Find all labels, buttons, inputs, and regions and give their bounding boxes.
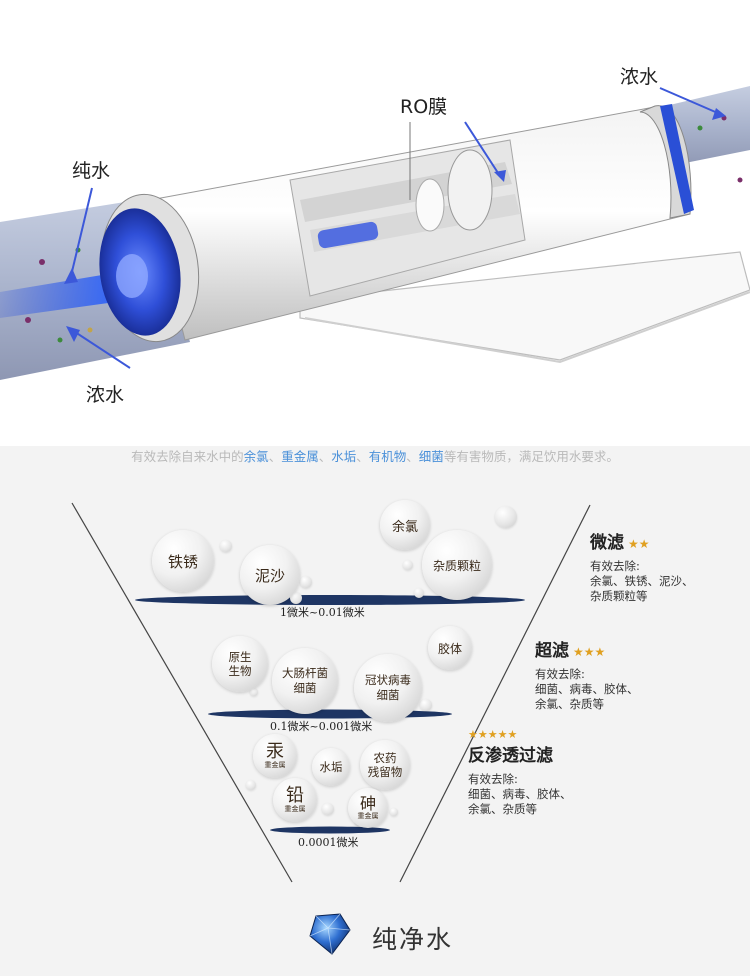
concentrate-out-arrow (659, 87, 721, 115)
star-icon: ★★★★★ (468, 728, 518, 741)
ro-membrane-illustration: RO膜 浓水 纯水 浓水 (0, 0, 750, 446)
water-drop-gem-icon (309, 913, 351, 955)
star-icon: ★★★ (573, 645, 606, 659)
small-bubble (420, 699, 432, 711)
small-bubble (390, 808, 398, 816)
bubble-rust: 铁锈 (152, 530, 214, 592)
microfiltration-membrane (135, 595, 525, 605)
ro-membrane-drawing (0, 86, 750, 380)
small-bubble (403, 560, 413, 570)
small-bubble (220, 540, 232, 552)
bubble-lead: 铅重金属 (273, 778, 317, 822)
stage-title: 反渗透过滤 (468, 746, 553, 766)
small-bubble (300, 576, 312, 588)
inner-tube (317, 221, 379, 249)
bubble-sediment: 泥沙 (240, 545, 300, 605)
small-bubble (290, 592, 302, 604)
bubble-coronavirus: 冠状病毒细菌 (354, 654, 422, 722)
funnel-right-edge (399, 504, 591, 883)
stage-title: 超滤 (535, 641, 569, 661)
concentrate-top-label: 浓水 (620, 66, 659, 88)
ro-membrane-label: RO膜 (400, 96, 448, 118)
small-bubble (495, 506, 517, 528)
pure-water-arrow (69, 187, 93, 281)
bubble-colloid: 胶体 (428, 626, 472, 670)
stage-reverse-osmosis: ★★★★★反渗透过滤 有效去除: 细菌、病毒、胶体、 余氯、杂质等 (468, 728, 572, 816)
bubble-scale: 水垢 (312, 748, 350, 786)
membrane-sheet (299, 251, 750, 361)
bubble-mercury: 汞重金属 (253, 734, 297, 778)
bubble-protozoa: 原生生物 (212, 636, 268, 692)
pure-water-result-label: 纯净水 (372, 925, 454, 954)
stage-title: 微滤 (590, 533, 624, 553)
ro-membrane-arrow (464, 121, 501, 177)
description-text: 有效去除自来水中的余氯、重金属、水垢、有机物、细菌等有害物质，满足饮用水要求。 (131, 449, 619, 464)
bubble-ecoli: 大肠杆菌细菌 (272, 648, 338, 714)
small-bubble (322, 803, 334, 815)
stage-ultrafiltration: 超滤★★★ 有效去除: 细菌、病毒、胶体、 余氯、杂质等 (535, 641, 639, 711)
concentrate-in-arrow (71, 329, 131, 369)
pore-size-ro: 0.0001微米 (298, 836, 359, 849)
bubble-chlorine: 余氯 (380, 500, 430, 550)
funnel-left-edge (71, 502, 293, 883)
concentrate-bottom-label: 浓水 (86, 384, 125, 406)
small-bubble (414, 588, 424, 598)
small-bubble (250, 688, 258, 696)
star-icon: ★★ (628, 537, 650, 551)
pore-size-ultra: 0.1微米~0.001微米 (270, 720, 373, 733)
stage-microfiltration: 微滤★★ 有效去除: 余氯、铁锈、泥沙、 杂质颗粒等 (590, 533, 694, 603)
inner-ring (447, 149, 493, 231)
bubble-impurity-particles: 杂质颗粒 (422, 530, 492, 600)
bubble-arsenic: 砷重金属 (348, 788, 388, 828)
pure-water-flow (0, 272, 130, 318)
small-bubble (246, 780, 256, 790)
pure-water-label: 纯水 (72, 160, 111, 182)
bubble-pesticide-residue: 农药残留物 (360, 740, 410, 790)
pore-size-micro: 1微米~0.01微米 (280, 606, 365, 619)
ro-filter-membrane (270, 826, 390, 834)
